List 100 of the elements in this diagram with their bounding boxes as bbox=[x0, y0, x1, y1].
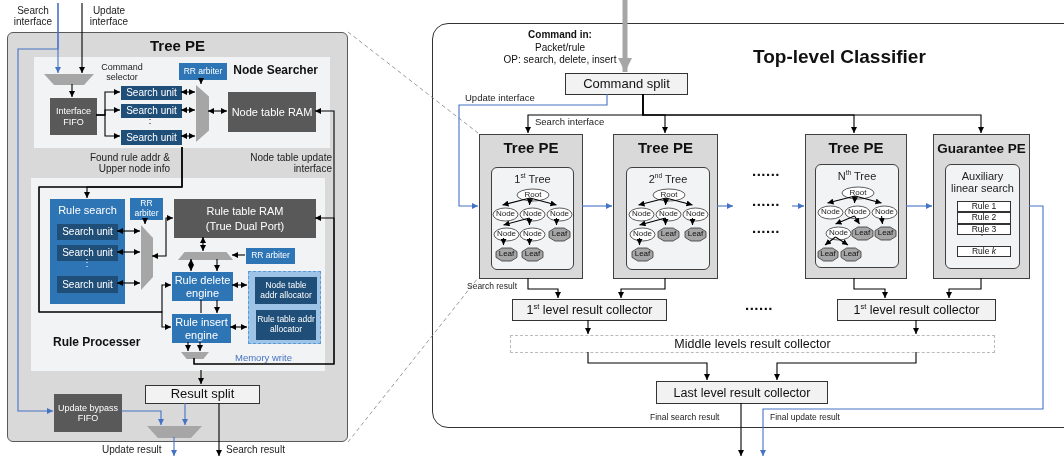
section-panel bbox=[34, 57, 330, 148]
unit-block: Search unit bbox=[121, 130, 182, 145]
unit-block: Search unit bbox=[57, 245, 118, 261]
allocator-group bbox=[248, 271, 321, 344]
edge-label: Search interface bbox=[535, 117, 606, 128]
leaf-node: Leaf bbox=[496, 248, 517, 261]
panel-title: Guarantee PE bbox=[936, 141, 1027, 157]
ellipsis: ...... bbox=[752, 163, 781, 180]
arrow bbox=[665, 197, 694, 207]
tree-node: Node bbox=[520, 208, 545, 221]
unit-block: Search unit bbox=[57, 276, 118, 293]
arrow bbox=[198, 369, 204, 385]
collector-block: 1$^{st}$ level result collector bbox=[512, 299, 667, 321]
connector-line bbox=[200, 299, 202, 314]
arrow bbox=[500, 237, 507, 246]
engine-block: Rule delete engine bbox=[172, 272, 233, 301]
panel-title: Top-level Classifier bbox=[753, 46, 926, 68]
edge-label: Update interface bbox=[88, 5, 130, 28]
ellipsis: ...... bbox=[752, 193, 781, 210]
engine-block: Rule insert engine bbox=[172, 314, 231, 343]
edge-label: Final update result bbox=[770, 413, 841, 423]
multiplexer-symbol bbox=[178, 252, 233, 260]
panel-title: Rule Processer bbox=[53, 335, 141, 349]
tree-node: Node bbox=[656, 208, 681, 221]
panel-title: Node Searcher bbox=[233, 64, 318, 78]
leaf-node: Leaf bbox=[685, 228, 706, 241]
arrow bbox=[587, 351, 710, 381]
multiplexer-symbol bbox=[181, 352, 209, 359]
arrow bbox=[69, 83, 75, 98]
multiplexer-symbol bbox=[196, 85, 209, 142]
tree-node: Root bbox=[653, 189, 685, 201]
arrow bbox=[878, 215, 885, 225]
panel-title: Rule search bbox=[57, 204, 118, 217]
arrow bbox=[824, 236, 837, 246]
leaf-node: Leaf bbox=[549, 228, 570, 241]
arrow bbox=[834, 236, 849, 246]
tree-node: Node bbox=[683, 208, 708, 221]
arrow bbox=[188, 258, 194, 272]
arrow bbox=[716, 203, 734, 209]
arrow bbox=[501, 197, 531, 207]
collector-block: Last level result collector bbox=[656, 381, 828, 404]
unit-block: Search unit bbox=[57, 224, 118, 240]
arrow bbox=[527, 277, 561, 299]
arrow bbox=[637, 197, 667, 207]
edge-label: Search interface bbox=[12, 5, 54, 28]
leaf-node: Leaf bbox=[818, 248, 838, 261]
arrow bbox=[826, 195, 856, 205]
arrow bbox=[638, 217, 667, 227]
arrow bbox=[618, 0, 632, 72]
arrow bbox=[142, 218, 148, 225]
processing-element bbox=[479, 134, 583, 279]
tree-node: Node bbox=[494, 228, 519, 241]
arrow bbox=[180, 133, 196, 139]
arrow bbox=[618, 277, 666, 299]
edge-label: Memory write bbox=[235, 353, 293, 364]
tree-panel bbox=[626, 167, 710, 270]
tree-node: Node bbox=[826, 227, 851, 240]
arrow bbox=[738, 402, 744, 457]
arrow bbox=[529, 197, 558, 207]
arrow bbox=[760, 205, 1044, 457]
arbiter-block: RR arbiter bbox=[179, 63, 227, 80]
collector-block: Middle levels result collector bbox=[510, 335, 995, 353]
arrow bbox=[231, 252, 246, 258]
arrow bbox=[116, 228, 141, 234]
arrow bbox=[197, 341, 203, 352]
allocator-block: Rule table addr allocator bbox=[256, 310, 316, 340]
tree-node: Node bbox=[818, 206, 843, 219]
arrow bbox=[200, 236, 206, 252]
arrow bbox=[79, 2, 85, 74]
tree-node: Root bbox=[517, 189, 549, 201]
tree-panel bbox=[491, 167, 574, 270]
tree-node: Node bbox=[520, 228, 545, 241]
arrow bbox=[851, 195, 858, 204]
arrow bbox=[585, 319, 591, 335]
arrow bbox=[95, 114, 121, 139]
arrow bbox=[120, 410, 164, 426]
rule-entry: Rule 1 bbox=[957, 201, 1011, 212]
input-note: Command in: bbox=[527, 29, 593, 40]
tree-node: Node bbox=[493, 208, 518, 221]
arrow bbox=[193, 108, 335, 365]
panel-title: Auxiliary linear search bbox=[950, 170, 1015, 195]
arrow bbox=[526, 197, 533, 206]
split-block: Command split bbox=[565, 73, 688, 95]
panel-title: Tree PE bbox=[502, 140, 560, 157]
tree-node: Node bbox=[547, 208, 572, 221]
tree-node: Node bbox=[630, 228, 655, 241]
arrow bbox=[581, 203, 613, 209]
input-note: Packet/rule bbox=[534, 42, 586, 53]
panel-title: 2$^{nd}$ Tree bbox=[647, 173, 689, 186]
arrow bbox=[116, 280, 141, 286]
arrow bbox=[913, 319, 919, 335]
processing-element bbox=[805, 134, 907, 279]
processing-element bbox=[613, 134, 718, 279]
arrow bbox=[662, 217, 669, 226]
arrow bbox=[116, 249, 141, 255]
arbiter-block: RR arbiter bbox=[130, 198, 163, 220]
tree-node: Root bbox=[842, 187, 874, 199]
edge-label: Final search result bbox=[650, 413, 721, 423]
arrow bbox=[180, 89, 196, 95]
memory-block: Node table RAM bbox=[228, 92, 316, 132]
